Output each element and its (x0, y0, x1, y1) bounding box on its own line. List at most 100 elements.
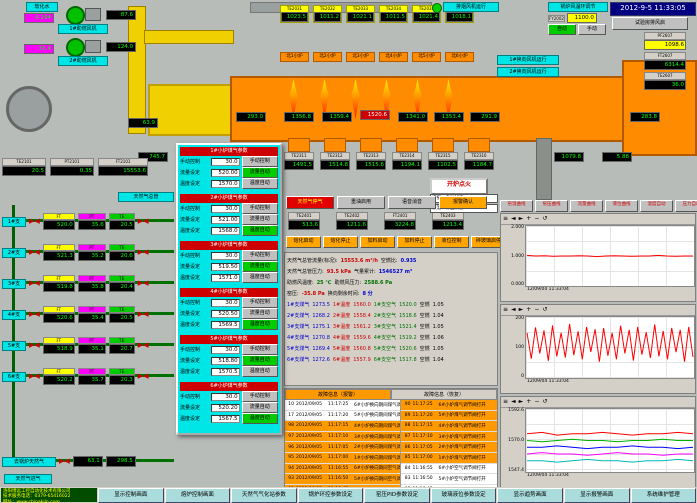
valve-icon[interactable]: ▶◀ (29, 248, 40, 256)
chart-tool-icon[interactable]: + (526, 398, 532, 405)
manual-mode-button[interactable]: 手动控制 (241, 344, 279, 355)
melter-control-button[interactable]: 加料停止 (397, 236, 432, 248)
popup-setpoint-field[interactable]: 30.0 (210, 251, 240, 260)
gas-control-button[interactable]: 语音消音 (388, 196, 436, 209)
vent-button[interactable]: 试验房排风启 (612, 17, 688, 30)
valve-icon[interactable]: ▶◀ (29, 372, 40, 380)
recovery-row[interactable]: 90 11:17:25 6#小炉煤气调节阀打开 (401, 400, 497, 411)
melter-control-button[interactable]: 熔化停止 (323, 236, 358, 248)
popup-setpoint-field[interactable]: 519.50 (210, 262, 240, 271)
valve-icon[interactable]: ▶◀ (29, 341, 40, 349)
popup-setpoint-field[interactable]: 520.50 (210, 309, 240, 318)
flow-auto-button[interactable]: 流量自动 (241, 402, 279, 413)
burner-label[interactable]: 北1小炉 (280, 52, 309, 63)
alarm-row[interactable]: 97 2012/09/05 11:17:10 3#小炉换向期间煤气调节阀关闭 (285, 431, 401, 443)
recovery-row[interactable]: 85 11:17:00 1#小炉煤气调节阀打开 (401, 452, 497, 464)
chart-tool-icon[interactable]: + (526, 215, 532, 222)
temp-auto-button[interactable]: 温度自动 (241, 225, 279, 236)
temp-auto-button[interactable]: 温度自动 (241, 272, 279, 283)
chart-tool-icon[interactable]: ≡ (503, 398, 509, 405)
flow-auto-button[interactable]: 流量自动 (241, 355, 279, 366)
curve-button[interactable]: 流量曲线 (570, 200, 603, 212)
chart-tool-icon[interactable]: ↺ (542, 306, 548, 313)
nav-button[interactable]: 显示趋势画面 (497, 487, 563, 503)
valve-icon[interactable]: ▶◀ (137, 341, 149, 349)
gas-control-button[interactable]: 报警确认 (439, 196, 487, 209)
temp-auto-button[interactable]: 温度自动 (241, 413, 279, 424)
chart-tool-icon[interactable]: ↺ (542, 215, 548, 222)
valve-icon[interactable]: ▶◀ (137, 217, 149, 225)
chart-tool-icon[interactable]: ► (518, 306, 524, 313)
temp-auto-button[interactable]: 温度自动 (241, 319, 279, 330)
popup-setpoint-field[interactable]: 520.20 (210, 403, 240, 412)
valve-icon[interactable]: ▶◀ (29, 279, 40, 287)
manual-mode-button[interactable]: 手动控制 (241, 297, 279, 308)
chart-tool-icon[interactable]: ◄ (511, 398, 516, 405)
nav-button[interactable]: 锅炉环控参数设定 (297, 487, 364, 503)
nav-button[interactable]: 玻璃液位参数设定 (430, 487, 497, 503)
recovery-row[interactable]: 83 11:16:50 5#小炉空气调节阀打开 (401, 474, 497, 485)
alarm-row[interactable]: 10 2012/09/05 11:17:25 6#小炉换向期间煤气调节阀关闭 (285, 400, 401, 411)
chart-tool-icon[interactable]: ≡ (503, 215, 509, 222)
valve-icon[interactable]: ▶◀ (137, 310, 149, 318)
popup-setpoint-field[interactable]: 30.0 (210, 298, 240, 307)
curve-button[interactable]: 液位曲线 (605, 200, 638, 212)
flow-auto-button[interactable]: 流量自动 (241, 261, 279, 272)
chart-tool-icon[interactable]: − (534, 398, 540, 405)
popup-setpoint-field[interactable]: 1570.0 (210, 179, 240, 188)
chart-tool-icon[interactable]: ◄ (511, 306, 516, 313)
manual-mode-button[interactable]: 手动控制 (241, 250, 279, 261)
nav-button[interactable]: 窑压PID参数设定 (364, 487, 430, 503)
manual-mode-button[interactable]: 手动控制 (241, 203, 279, 214)
popup-setpoint-field[interactable]: 1568.0 (210, 226, 240, 235)
chart-tool-icon[interactable]: − (534, 306, 540, 313)
chart-tool-icon[interactable]: − (534, 215, 540, 222)
alarm-row[interactable]: 17 2012/09/05 11:17:20 5#小炉换向期间煤气调节阀关闭 (285, 411, 401, 422)
chart-tool-icon[interactable]: + (526, 306, 532, 313)
burner-label[interactable]: 北3小炉 (346, 52, 375, 63)
popup-setpoint-field[interactable]: 520.00 (210, 168, 240, 177)
recovery-row[interactable]: 88 11:17:15 4#小炉煤气调节阀打开 (401, 421, 497, 432)
temp-auto-button[interactable]: 温度自动 (241, 366, 279, 377)
temp-auto-button[interactable]: 温度自动 (241, 178, 279, 189)
melter-control-button[interactable]: 加料启动 (360, 236, 395, 248)
curve-button[interactable]: 窑压曲线 (535, 200, 568, 212)
alarm-row[interactable]: 96 2012/09/05 11:17:05 2#小炉换向期间煤气调节阀关闭 (285, 442, 401, 453)
curve-button[interactable]: 窑温曲线 (500, 200, 533, 212)
chart-tool-icon[interactable]: ► (518, 215, 524, 222)
nav-button[interactable]: 天然气气化站参数 (231, 487, 297, 503)
recovery-row[interactable]: 84 11:16:55 6#小炉空气调节阀打开 (401, 464, 497, 475)
valve-icon[interactable]: ▶◀ (137, 372, 149, 380)
alarm-row[interactable]: 94 2012/09/05 11:16:55 6#小炉换向期间空气调节阀关闭 (285, 463, 401, 475)
recovery-tab[interactable]: 故障信息（恢复） (391, 389, 497, 400)
nav-button[interactable]: 显示报警画面 (563, 487, 630, 503)
flow-auto-button[interactable]: 流量自动 (241, 214, 279, 225)
chart-tool-icon[interactable]: ► (518, 398, 524, 405)
recovery-row[interactable]: 89 11:17:20 5#小炉煤气调节阀打开 (401, 410, 497, 422)
burner-label[interactable]: 北2小炉 (313, 52, 342, 63)
flow-auto-button[interactable]: 流量自动 (241, 167, 279, 178)
valve-icon[interactable]: ▶◀ (137, 279, 149, 287)
valve-icon[interactable]: ▶◀ (29, 310, 40, 318)
melter-control-button[interactable]: 熔化启动 (286, 236, 321, 248)
manual-mode-button[interactable]: 手动控制 (241, 391, 279, 402)
gas-control-button[interactable]: 天然气停气 (286, 196, 334, 209)
popup-setpoint-field[interactable]: 1567.5 (210, 414, 240, 423)
burner-label[interactable]: 北4小炉 (379, 52, 408, 63)
alarm-row[interactable]: 95 2012/09/05 11:17:00 1#小炉换向期间煤气调节阀关闭 (285, 452, 401, 464)
flow-auto-button[interactable]: 流量自动 (241, 308, 279, 319)
popup-setpoint-field[interactable]: 1570.5 (210, 367, 240, 376)
fire-up-button[interactable]: 开炉点火 (430, 178, 488, 195)
chart-tool-icon[interactable]: ≡ (503, 306, 509, 313)
melter-control-button[interactable]: 液位控制 (434, 236, 469, 248)
popup-setpoint-field[interactable]: 1571.0 (210, 273, 240, 282)
chart-tool-icon[interactable]: ↺ (542, 398, 548, 405)
valve-icon[interactable]: ▶◀ (59, 457, 70, 465)
curve-button[interactable]: 压力自动 (675, 200, 697, 212)
manual-mode-button[interactable]: 手动控制 (241, 156, 279, 167)
alarm-row[interactable]: 98 2012/09/05 11:17:15 4#小炉换向期间煤气调节阀关闭 (285, 421, 401, 432)
popup-setpoint-field[interactable]: 30.0 (210, 157, 240, 166)
valve-icon[interactable]: ▶◀ (29, 217, 40, 225)
nav-button[interactable]: 显示控制画面 (98, 487, 164, 503)
recovery-row[interactable]: 86 11:17:05 2#小炉煤气调节阀打开 (401, 442, 497, 453)
